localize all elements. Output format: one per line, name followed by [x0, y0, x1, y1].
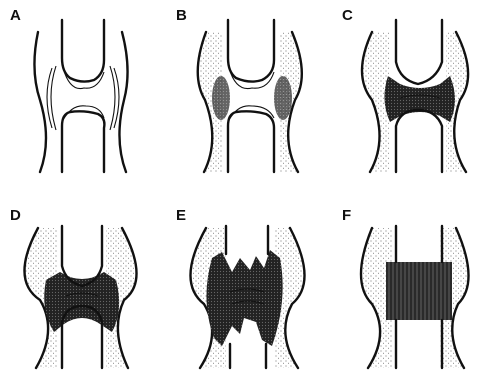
upper-bone: [396, 226, 442, 262]
joint-capsule-outline: [119, 32, 127, 172]
upper-bone: [62, 226, 102, 286]
panel-f: F: [342, 207, 469, 368]
upper-bone: [228, 20, 274, 82]
inflamed-synovium: [212, 76, 230, 120]
panel-label-c: C: [342, 7, 353, 24]
upper-bone: [62, 20, 104, 82]
synovial-membrane: [51, 66, 56, 130]
panel-c: C: [342, 7, 468, 172]
panel-label-f: F: [342, 207, 351, 224]
lower-bone: [228, 111, 274, 172]
panel-label-e: E: [176, 207, 186, 224]
joint-capsule-outline: [34, 32, 46, 172]
panel-e: E: [176, 207, 305, 368]
panel-label-b: B: [176, 7, 187, 24]
synovial-membrane: [110, 66, 115, 130]
inflamed-synovium: [274, 76, 292, 120]
lower-bone: [396, 320, 442, 368]
fibrous-ankylosis: [386, 262, 452, 320]
panel-label-a: A: [10, 7, 21, 24]
panel-b: B: [176, 7, 302, 172]
erosive-pannus: [206, 250, 282, 346]
pannus: [44, 272, 119, 332]
upper-bone: [226, 226, 268, 254]
lower-bone: [230, 344, 266, 368]
lower-bone: [62, 111, 104, 172]
panel-a: A: [10, 7, 128, 172]
lower-bone: [396, 110, 442, 172]
upper-bone: [396, 20, 442, 84]
panel-label-d: D: [10, 207, 21, 224]
panel-d: D: [10, 207, 137, 368]
